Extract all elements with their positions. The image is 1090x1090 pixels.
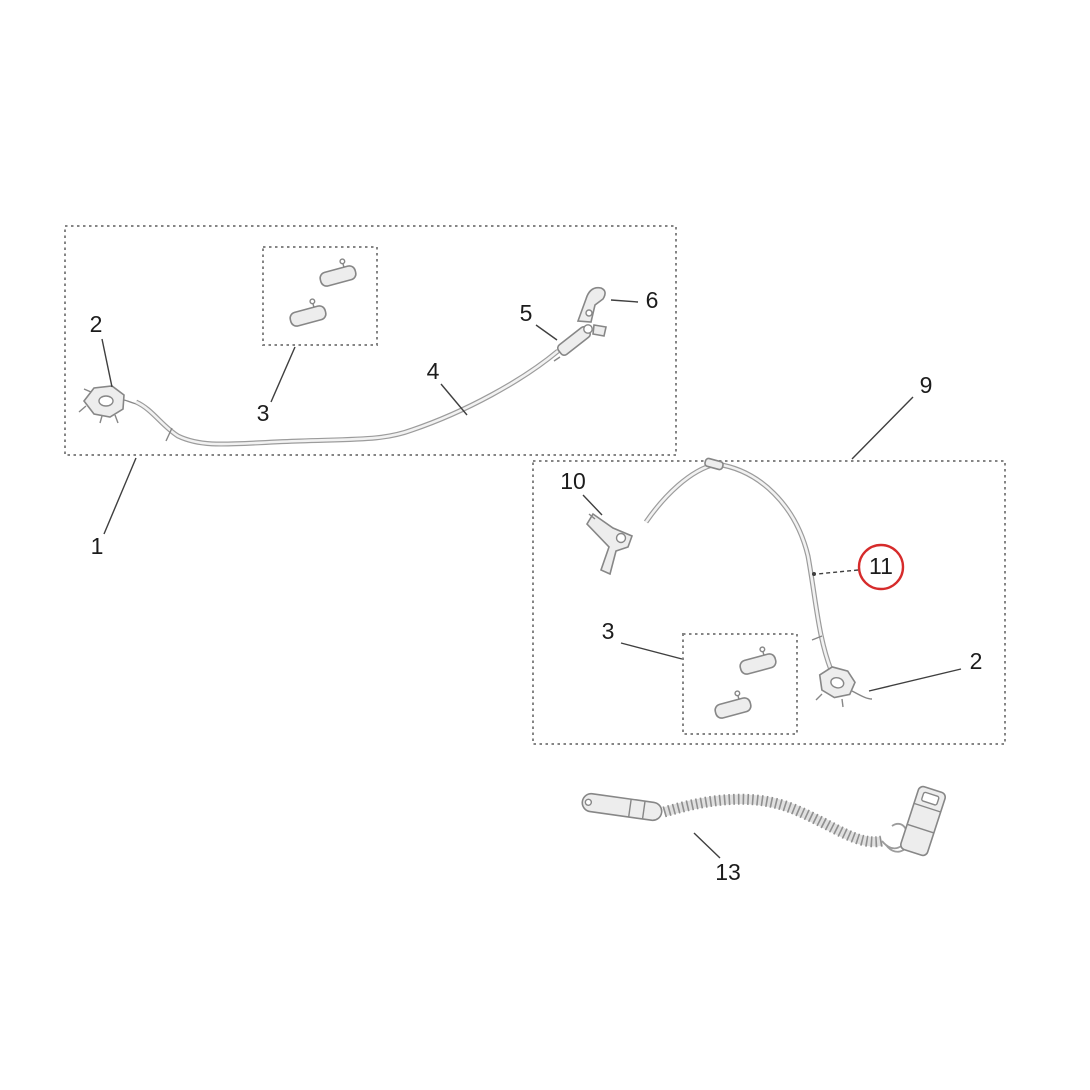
cable-13-ferrule <box>581 792 663 822</box>
callout-13[interactable]: 13 <box>715 859 741 885</box>
callout-11-highlighted[interactable]: 11 <box>812 543 905 591</box>
leader-line-3-left <box>270 346 296 403</box>
callout-3-left[interactable]: 3 <box>257 400 270 426</box>
callout-2-right[interactable]: 2 <box>970 648 983 674</box>
part-10-lever <box>585 512 634 576</box>
leader-line-11 <box>816 569 859 575</box>
leader-line-1 <box>103 457 137 535</box>
callout-11: 11 <box>869 553 893 579</box>
leader-line-2-left <box>101 338 113 388</box>
cable-13-connector <box>899 785 947 857</box>
callout-4[interactable]: 4 <box>427 358 440 384</box>
retainer-clip-icon <box>319 258 357 287</box>
callout-9[interactable]: 9 <box>920 372 933 398</box>
retainer-clip-icon <box>739 646 777 675</box>
callout-3-right[interactable]: 3 <box>602 618 615 644</box>
callout-5[interactable]: 5 <box>520 300 533 326</box>
assembly-box-right <box>532 460 1006 745</box>
callout-10[interactable]: 10 <box>560 468 586 494</box>
leader-line-5 <box>535 324 558 341</box>
callout-1[interactable]: 1 <box>91 533 104 559</box>
clip-detail-box-left <box>262 246 378 346</box>
callout-6[interactable]: 6 <box>646 287 659 313</box>
clip-detail-box-right <box>682 633 798 735</box>
part-6-lever <box>576 286 606 323</box>
cable-11 <box>643 457 834 671</box>
leader-line-3-right <box>620 642 683 660</box>
leader-line-10 <box>582 494 603 516</box>
leader-line-13 <box>693 832 721 859</box>
retainer-clip-icon <box>289 298 327 327</box>
part-2-right-latch <box>815 666 873 708</box>
leader-line-4 <box>440 383 468 416</box>
part-5-fitting <box>553 324 607 362</box>
leader-line-6 <box>610 299 639 303</box>
highlight-circle-11 <box>857 543 905 591</box>
cable-4 <box>134 349 560 447</box>
leader-line-9 <box>851 396 914 460</box>
leader-line-2-right <box>868 668 962 692</box>
part-13-cable <box>581 785 947 857</box>
leader-dot-11 <box>812 572 816 576</box>
callout-2-left[interactable]: 2 <box>90 311 103 337</box>
retainer-clip-icon <box>714 690 752 719</box>
part-2-left-latch <box>78 385 140 424</box>
